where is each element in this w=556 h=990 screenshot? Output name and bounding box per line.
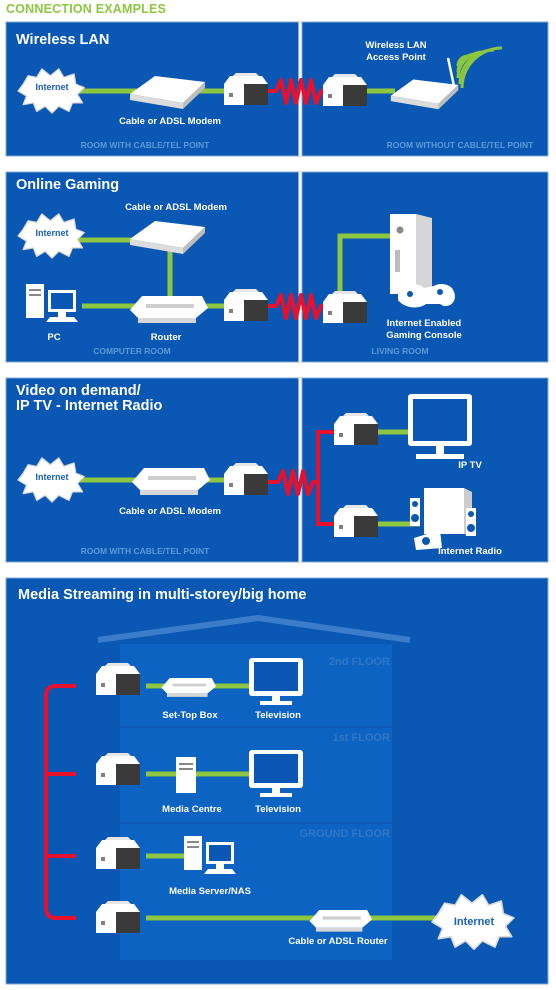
panel-title: Wireless LAN bbox=[16, 32, 110, 48]
internet-label: Internet bbox=[35, 228, 69, 238]
floor-label: 1st FLOOR bbox=[332, 732, 390, 744]
panel-title: Online Gaming bbox=[16, 177, 120, 193]
powerline-adapter-icon bbox=[323, 74, 367, 106]
game-console-icon bbox=[390, 214, 455, 308]
powerline-adapter-icon bbox=[224, 73, 268, 105]
console-label: Gaming Console bbox=[386, 330, 462, 341]
panel-title: Media Streaming in multi-storey/big home bbox=[18, 587, 307, 603]
powerline-adapter-icon bbox=[96, 753, 140, 785]
router-label: Router bbox=[150, 332, 182, 343]
powerline-adapter-icon bbox=[224, 463, 268, 495]
television-label: Television bbox=[255, 710, 301, 721]
powerline-adapter-icon bbox=[334, 505, 378, 537]
powerline-adapter-icon bbox=[224, 289, 268, 321]
powerline-adapter-icon bbox=[323, 291, 367, 323]
iptv-icon bbox=[408, 394, 472, 459]
access-point-label: Access Point bbox=[366, 52, 426, 63]
floor-label: GROUND FLOOR bbox=[299, 828, 390, 840]
settop-box-label: Set-Top Box bbox=[162, 710, 218, 721]
internet-radio-icon bbox=[410, 488, 476, 550]
panel-title: IP TV - Internet Radio bbox=[16, 398, 163, 414]
internet-label: Internet bbox=[35, 82, 69, 92]
powerline-adapter-icon bbox=[96, 837, 140, 869]
television-label: Television bbox=[255, 804, 301, 815]
console-label: Internet Enabled bbox=[386, 318, 462, 329]
room-label: LIVING ROOM bbox=[371, 346, 429, 356]
router-label: Cable or ADSL Router bbox=[288, 936, 388, 947]
pc-label: PC bbox=[47, 332, 61, 343]
internet-label: Internet bbox=[453, 916, 495, 928]
room-label: ROOM WITHOUT CABLE/TEL POINT bbox=[386, 140, 534, 150]
media-centre-label: Media Centre bbox=[162, 804, 222, 815]
powerline-adapter-icon bbox=[96, 663, 140, 695]
media-server-label: Media Server/NAS bbox=[169, 886, 251, 897]
internet-label: Internet bbox=[35, 472, 69, 482]
media-centre-icon bbox=[176, 757, 196, 793]
modem-label: Cable or ADSL Modem bbox=[119, 116, 221, 127]
room-label: ROOM WITH CABLE/TEL POINT bbox=[80, 140, 210, 150]
panel-online-gaming bbox=[5, 171, 549, 363]
modem-label: Cable or ADSL Modem bbox=[125, 202, 227, 213]
page-title: CONNECTION EXAMPLES bbox=[6, 2, 167, 16]
radio-label: Internet Radio bbox=[438, 546, 502, 557]
panel-wireless-lan bbox=[5, 21, 549, 157]
room-label: ROOM WITH CABLE/TEL POINT bbox=[80, 546, 210, 556]
access-point-label: Wireless LAN bbox=[365, 40, 427, 51]
modem-label: Cable or ADSL Modem bbox=[119, 506, 221, 517]
room-label: COMPUTER ROOM bbox=[93, 346, 171, 356]
panel-media-streaming bbox=[5, 577, 549, 985]
floor-label: 2nd FLOOR bbox=[328, 656, 390, 668]
panel-video-on-demand bbox=[5, 377, 549, 563]
powerline-adapter-icon bbox=[334, 413, 378, 445]
panel-title: Video on demand/ bbox=[16, 383, 141, 399]
powerline-adapter-icon bbox=[96, 901, 140, 933]
house-outline bbox=[97, 614, 411, 960]
iptv-label: IP TV bbox=[458, 460, 482, 471]
